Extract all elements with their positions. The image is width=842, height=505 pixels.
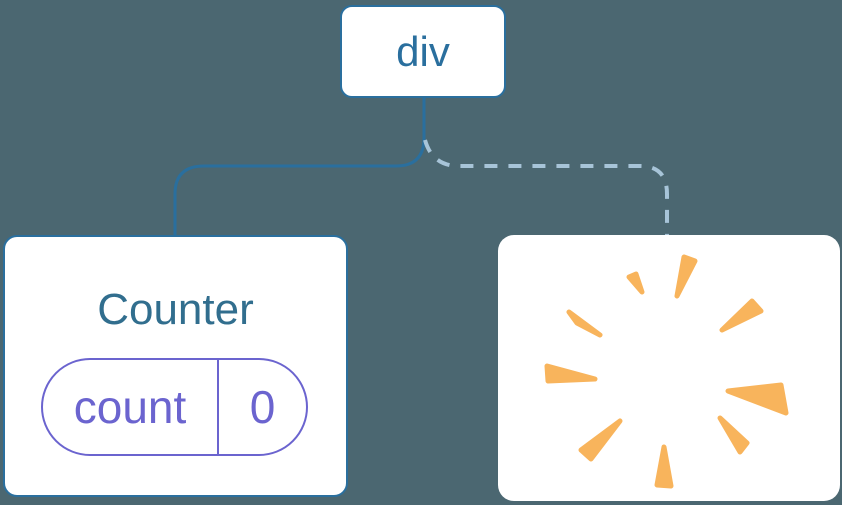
removed-component-node [498, 235, 840, 501]
state-key-label: count [43, 360, 219, 454]
counter-title: Counter [97, 285, 254, 334]
burst-ray [719, 298, 764, 333]
root-node-div: div [340, 5, 506, 98]
poof-burst-icon [544, 254, 789, 489]
burst-ray [626, 271, 645, 295]
burst-ray [654, 444, 674, 489]
root-node-label: div [396, 27, 450, 75]
burst-ray [725, 382, 789, 416]
state-value-label: 0 [249, 381, 276, 433]
counter-component-node: Counter count 0 [3, 235, 348, 497]
connector-solid-line [173, 97, 426, 236]
burst-ray [717, 415, 750, 455]
burst-ray [578, 418, 623, 462]
state-pill: count 0 [41, 358, 308, 456]
burst-ray [674, 254, 698, 299]
connector-dashed-line [423, 139, 669, 236]
burst-ray [566, 309, 603, 338]
burst-ray [544, 363, 598, 384]
